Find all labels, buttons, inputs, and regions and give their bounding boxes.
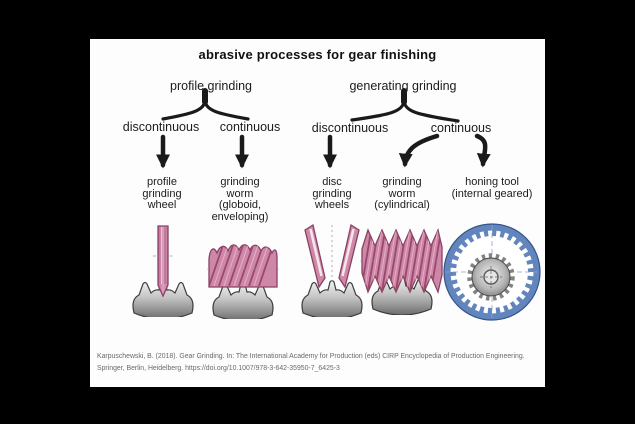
tool-label-profile-grinding-wheel: profile grinding wheel	[142, 176, 182, 211]
generating-continuous-label: continuous	[430, 121, 492, 135]
diagram-canvas: abrasive processes for gear finishing	[90, 39, 545, 387]
globoid-grinding-worm-icon	[207, 244, 279, 319]
brace-generating-grinding	[350, 88, 460, 123]
citation-line-1: Karpuschewski, B. (2018). Gear Grinding.…	[97, 353, 525, 360]
brace-profile-grinding	[161, 88, 250, 121]
generating-discontinuous-label: discontinuous	[311, 121, 389, 135]
diagram-title: abrasive processes for gear finishing	[198, 47, 437, 62]
tool-label-disc-wheels: disc grinding wheels	[312, 176, 352, 211]
cylindrical-grinding-worm-icon	[360, 227, 444, 315]
honing-tool-icon	[443, 223, 541, 321]
profile-continuous-label: continuous	[219, 120, 281, 134]
profile-grinding-wheel-icon	[132, 225, 194, 317]
branch-generating-grinding-label: generating grinding	[349, 79, 457, 93]
citation-line-2: Springer, Berlin, Heidelberg. https://do…	[97, 365, 340, 372]
tool-label-globoid-worm: grinding worm (globoid, enveloping)	[211, 176, 269, 223]
disc-grinding-wheels-icon	[301, 223, 363, 317]
tool-label-cylindrical-worm: grinding worm (cylindrical)	[374, 176, 430, 211]
tool-label-honing-tool: honing tool (internal geared)	[451, 176, 533, 200]
tree-connectors	[156, 88, 491, 169]
profile-discontinuous-label: discontinuous	[122, 120, 200, 134]
branch-profile-grinding-label: profile grinding	[170, 79, 252, 93]
arrow-continuous-to-worm	[398, 133, 440, 168]
arrow-continuous-to-honing	[474, 133, 491, 168]
